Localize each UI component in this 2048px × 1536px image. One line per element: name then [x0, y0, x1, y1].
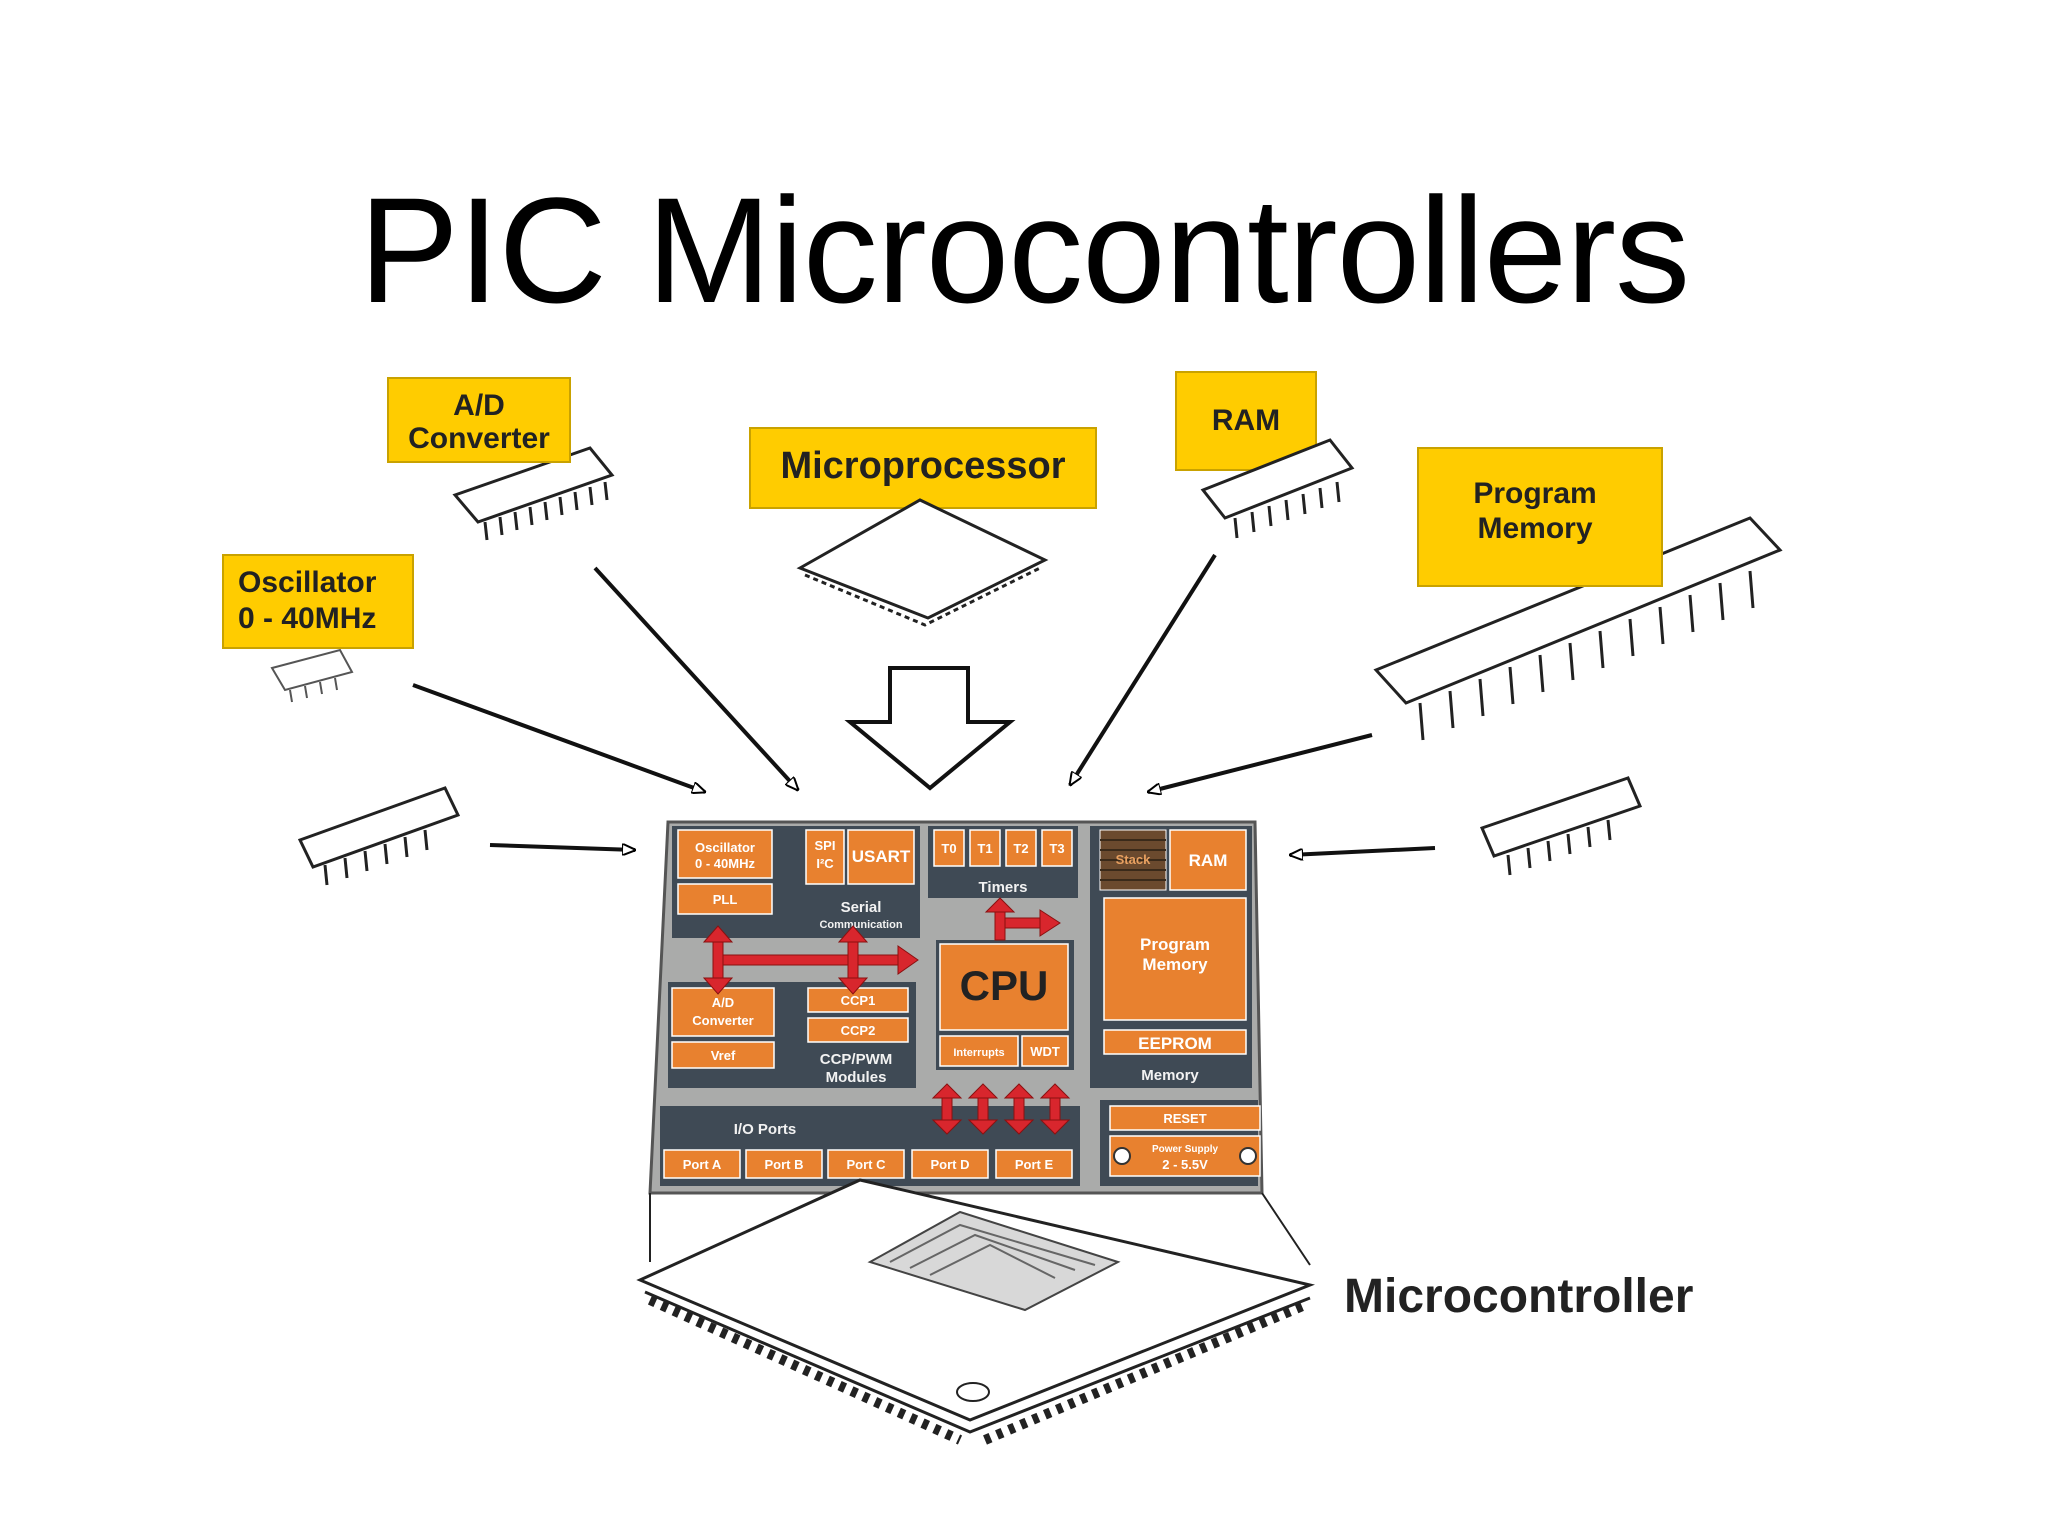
microprocessor-label: Microprocessor	[749, 427, 1097, 509]
die-oscillator-block	[677, 829, 773, 879]
oscillator-label-line1: Oscillator	[238, 566, 377, 599]
power-supply-block	[1109, 1135, 1261, 1177]
program-memory-label-line1: Program	[1473, 477, 1596, 510]
svg-text:Microprocessor: Microprocessor	[780, 445, 1065, 487]
die-ad-block	[671, 987, 775, 1037]
svg-text:T2: T2	[1013, 841, 1028, 856]
svg-text:Power Supply: Power Supply	[1152, 1144, 1219, 1155]
ram-label: RAM	[1175, 371, 1317, 471]
svg-text:2 - 5.5V: 2 - 5.5V	[1162, 1157, 1208, 1172]
i2c-line2: I²C	[816, 856, 834, 871]
eeprom-block	[1103, 1029, 1247, 1055]
big-down-arrow-icon	[844, 666, 1016, 791]
serial-line1: Serial	[841, 899, 882, 916]
port-e-block	[995, 1149, 1073, 1179]
svg-text:WDT: WDT	[1030, 1044, 1060, 1059]
microcontroller-package-icon	[636, 1178, 1316, 1445]
ad-label-line2: Converter	[408, 422, 550, 455]
svg-text:Port C: Port C	[847, 1157, 887, 1172]
spi-line1: SPI	[815, 838, 836, 853]
vref-block	[671, 1041, 775, 1069]
die: Oscillator 0 - 40MHz PLL SPI I²C USART S…	[648, 820, 1264, 1195]
pll-block	[677, 883, 773, 915]
ram-chip-icon	[1200, 438, 1355, 539]
svg-text:T1: T1	[977, 841, 992, 856]
bus-arrows	[702, 897, 1071, 1135]
ccp-line1: CCP/PWM	[820, 1051, 893, 1068]
left-chip-icon	[297, 786, 461, 886]
die-pm-line2: Memory	[1142, 955, 1208, 974]
svg-text:Vref: Vref	[711, 1048, 736, 1063]
microcontroller-label: Microcontroller	[1344, 1270, 1693, 1323]
svg-text:CCP2: CCP2	[841, 1023, 876, 1038]
usart-block	[847, 829, 915, 885]
program-memory-label-line2: Memory	[1477, 512, 1592, 545]
program-memory-label: Program Memory	[1417, 447, 1663, 587]
svg-text:Interrupts: Interrupts	[953, 1047, 1004, 1059]
ad-converter-label: A/D Converter	[387, 377, 571, 463]
ccp2-block	[807, 1017, 909, 1043]
interrupts-block	[939, 1035, 1019, 1067]
reset-block	[1109, 1105, 1261, 1131]
die-oscillator-line2: 0 - 40MHz	[695, 856, 755, 871]
package-die-icon	[867, 1210, 1121, 1312]
svg-text:RAM: RAM	[1212, 404, 1280, 437]
svg-text:Port E: Port E	[1015, 1157, 1054, 1172]
right-chip-icon	[1479, 776, 1643, 876]
timer-3	[1041, 829, 1073, 867]
svg-text:T0: T0	[941, 841, 956, 856]
oscillator-chip-icon	[270, 648, 354, 703]
plus-terminal-icon	[1113, 1147, 1131, 1165]
port-c-block	[827, 1149, 905, 1179]
svg-text:CCP1: CCP1	[841, 993, 876, 1008]
oscillator-label: Oscillator 0 - 40MHz	[222, 554, 414, 649]
wdt-block	[1021, 1035, 1069, 1067]
cpu-block	[939, 943, 1069, 1031]
die-ram-block	[1169, 829, 1247, 891]
timer-1	[969, 829, 1001, 867]
svg-text:USART: USART	[852, 847, 911, 866]
die-ad-line2: Converter	[692, 1013, 753, 1028]
svg-text:Stack: Stack	[1116, 852, 1151, 867]
svg-text:Port D: Port D	[931, 1157, 970, 1172]
svg-text:Port A: Port A	[683, 1157, 722, 1172]
svg-text:T3: T3	[1049, 841, 1064, 856]
svg-text:CPU: CPU	[960, 962, 1049, 1009]
timer-0	[933, 829, 965, 867]
svg-text:RESET: RESET	[1163, 1111, 1206, 1126]
minus-terminal-icon	[1239, 1147, 1257, 1165]
ad-converter-chip-icon	[452, 446, 615, 541]
die-program-memory-block	[1103, 897, 1247, 1021]
serial-line2: Communication	[819, 919, 902, 931]
svg-text:RAM: RAM	[1189, 851, 1228, 870]
timer-2	[1005, 829, 1037, 867]
ad-label-line1: A/D	[453, 389, 505, 422]
die-pm-line1: Program	[1140, 935, 1210, 954]
arrows	[412, 553, 1436, 855]
microprocessor-chip-icon	[796, 498, 1049, 627]
svg-text:Timers: Timers	[979, 879, 1028, 896]
die-oscillator-line1: Oscillator	[695, 840, 755, 855]
svg-text:I/O Ports: I/O Ports	[734, 1121, 797, 1138]
slide-title: PIC Microcontrollers	[358, 166, 1690, 334]
ccp1-block	[807, 987, 909, 1013]
port-a-block	[663, 1149, 741, 1179]
spi-i2c-block	[805, 829, 845, 885]
svg-text:Memory: Memory	[1141, 1067, 1199, 1084]
svg-text:Port B: Port B	[765, 1157, 804, 1172]
svg-text:PLL: PLL	[713, 892, 738, 907]
port-b-block	[745, 1149, 823, 1179]
die-ad-line1: A/D	[712, 995, 734, 1010]
oscillator-label-line2: 0 - 40MHz	[238, 602, 376, 635]
port-d-block	[911, 1149, 989, 1179]
ccp-line2: Modules	[826, 1069, 887, 1086]
svg-text:EEPROM: EEPROM	[1138, 1034, 1212, 1053]
